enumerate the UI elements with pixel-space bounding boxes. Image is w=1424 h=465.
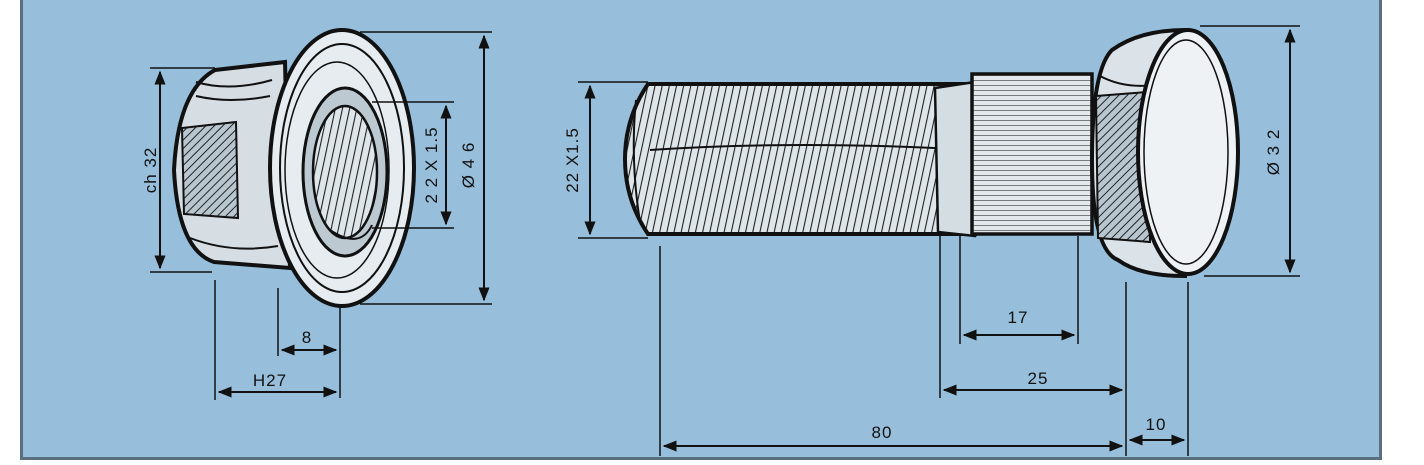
nut-flange-inner-edge xyxy=(279,43,405,293)
nut-flange-label: 8 xyxy=(302,328,312,347)
wheel-bolt xyxy=(622,27,1240,279)
nut-diameter-label: Ø 4 6 xyxy=(459,142,478,189)
flange-nut xyxy=(171,28,416,308)
nut-hex-label: ch 32 xyxy=(141,147,160,194)
nut-flange-rim xyxy=(284,61,390,279)
bolt-knurl-dimension: 17 xyxy=(959,236,1079,344)
nut-height-label: H27 xyxy=(253,371,287,390)
nut-diameter-dimension: Ø 4 6 xyxy=(360,31,492,305)
nut-hex-edge xyxy=(195,79,273,88)
bolt-head-face xyxy=(1136,28,1240,276)
bolt-shank-label: 25 xyxy=(1028,369,1049,388)
nut-hex-edge xyxy=(189,237,279,250)
nut-flange-dimension: 8 xyxy=(277,288,341,398)
bolt-head-facet xyxy=(1094,90,1152,244)
nut-thread-dimension: 2 2 X 1.5 xyxy=(372,101,454,229)
bolt-thread-highlight xyxy=(649,144,976,151)
nut-hex-dimension: ch 32 xyxy=(141,67,215,273)
bolt-tip-edge xyxy=(632,99,641,223)
bolt-thread-runout xyxy=(933,80,977,238)
bolt-thread-label: 22 X1.5 xyxy=(563,127,582,193)
bolt-threaded-shank xyxy=(622,82,977,236)
nut-thread-label: 2 2 X 1.5 xyxy=(422,126,441,203)
bolt-diameter-label: Ø 3 2 xyxy=(1264,129,1283,176)
bolt-head-face-rim xyxy=(1143,39,1229,265)
bolt-shank-dimension: 25 xyxy=(939,236,1124,398)
nut-bore-shadow xyxy=(329,224,373,240)
nut-hex-facet xyxy=(180,120,240,220)
bolt-thread-dimension: 22 X1.5 xyxy=(563,81,648,239)
nut-hex-edge xyxy=(195,95,271,101)
bolt-knurled-section xyxy=(970,72,1094,236)
bolt-head-dimension: 10 xyxy=(1128,282,1189,456)
bolt-length-dimension: 80 xyxy=(659,246,1127,456)
nut-height-dimension: H27 xyxy=(214,280,338,400)
bolt-knurl-label: 17 xyxy=(1008,308,1029,327)
bolt-diameter-dimension: Ø 3 2 xyxy=(1200,25,1300,277)
bolt-head-label: 10 xyxy=(1146,415,1167,434)
nut-bore-thread xyxy=(311,104,379,240)
bolt-length-label: 80 xyxy=(872,423,893,442)
